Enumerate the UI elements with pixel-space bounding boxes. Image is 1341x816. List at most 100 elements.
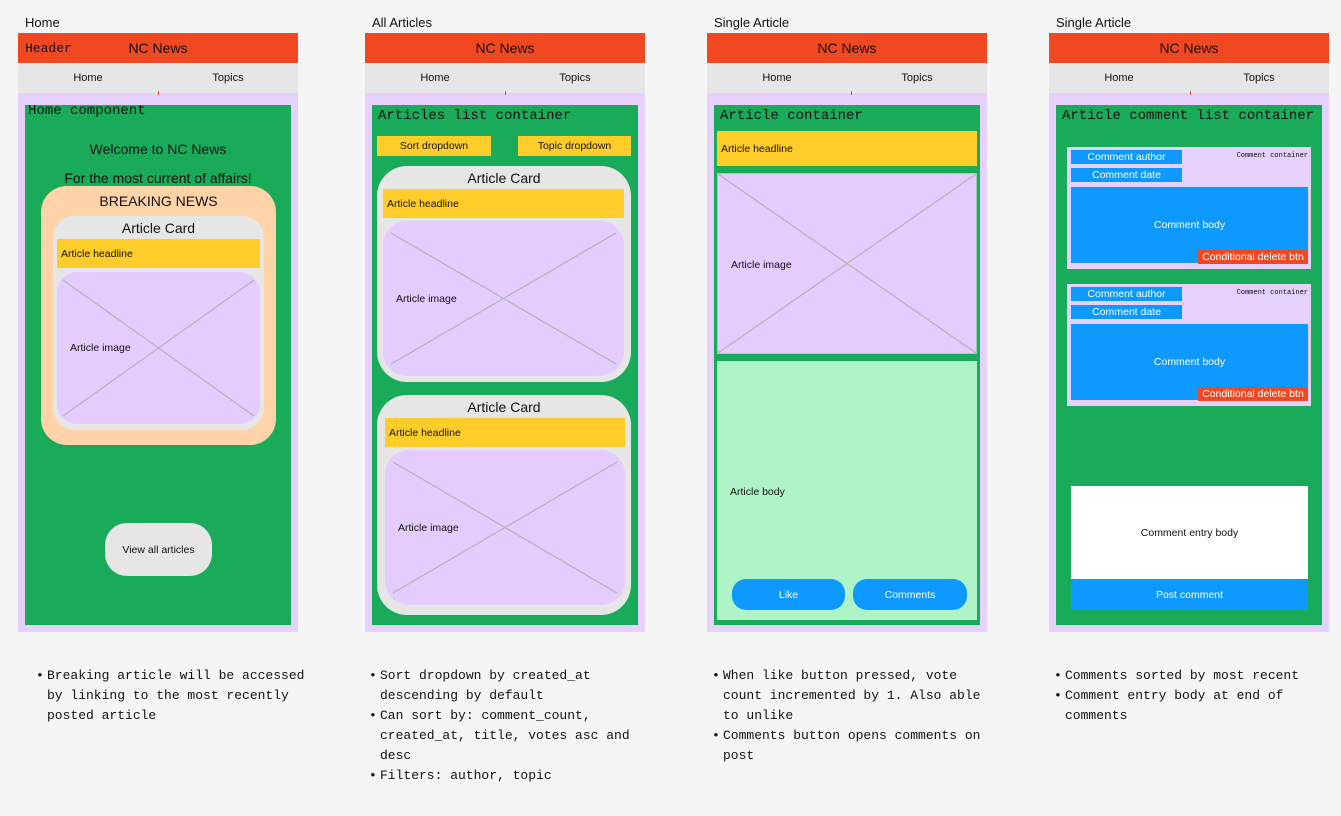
app-title[interactable]: NC News <box>128 40 188 56</box>
note-item: •Comment entry body at end of comments <box>1054 688 1284 723</box>
article-comment-list-container: Article comment list container Comment a… <box>1056 105 1322 625</box>
article-image-label: Article image <box>396 293 457 305</box>
comment-date: Comment date <box>1071 305 1182 319</box>
tagline-text: For the most current of affairs! <box>64 170 252 186</box>
container-label: Article container <box>720 108 863 124</box>
image-placeholder-icon <box>62 279 255 417</box>
comments-button[interactable]: Comments <box>853 579 967 610</box>
image-placeholder-icon <box>392 461 618 594</box>
app-title[interactable]: NC News <box>475 40 535 56</box>
app-header: NC News <box>365 33 645 63</box>
article-card-title: Article Card <box>467 170 541 186</box>
conditional-delete-button[interactable]: Conditional delete btn <box>1198 250 1308 264</box>
image-placeholder-icon <box>390 232 617 365</box>
article-card-title: Article Card <box>121 220 196 236</box>
topic-dropdown[interactable]: Topic dropdown <box>518 136 631 156</box>
container-label: Articles list container <box>378 108 572 124</box>
note-item: •Can sort by: comment_count, created_at,… <box>369 708 630 763</box>
single-article-notes: •When like button pressed, vote count in… <box>712 666 992 766</box>
all-articles-notes: •Sort dropdown by created_at descending … <box>369 666 639 786</box>
breaking-news-panel[interactable]: BREAKING NEWS Article Card Article headl… <box>41 186 276 445</box>
nav-marker <box>1190 59 1191 63</box>
article-image-label: Article image <box>398 522 459 534</box>
single-article-frame: NC News Home Topics Article container Ar… <box>707 33 987 632</box>
nav-marker <box>158 59 159 63</box>
comment-container-label: Comment container <box>1236 152 1308 160</box>
articles-list-container: Articles list container Sort dropdown To… <box>372 105 638 625</box>
app-title[interactable]: NC News <box>1159 40 1219 56</box>
nav-topics-link[interactable]: Topics <box>901 72 933 84</box>
article-headline[interactable]: Article headline <box>717 131 977 166</box>
nav-bar: Home Topics <box>365 63 645 93</box>
frame-title-single-article: Single Article <box>714 15 790 30</box>
note-item: •Breaking article will be accessed by li… <box>36 668 305 723</box>
nav-topics-link[interactable]: Topics <box>559 72 591 84</box>
home-frame: Header NC News Home Topics Home componen… <box>18 33 298 632</box>
comment-author[interactable]: Comment author <box>1071 287 1182 301</box>
article-image: Article image <box>57 272 260 424</box>
breaking-news-title: BREAKING NEWS <box>99 193 218 209</box>
article-image: Article image <box>717 173 977 354</box>
comments-notes: •Comments sorted by most recent •Comment… <box>1054 666 1334 726</box>
article-container: Article container Article headline Artic… <box>714 105 980 625</box>
home-notes: •Breaking article will be accessed by li… <box>36 666 316 726</box>
app-header: NC News <box>707 33 987 63</box>
comment-author[interactable]: Comment author <box>1071 150 1182 164</box>
sort-dropdown[interactable]: Sort dropdown <box>377 136 491 156</box>
note-item: •When like button pressed, vote count in… <box>712 668 981 723</box>
comment-container-label: Comment container <box>1236 289 1308 297</box>
image-placeholder-icon <box>718 174 976 353</box>
article-body: Article body Like Comments <box>717 361 977 620</box>
nav-marker <box>158 91 159 95</box>
frame-title-comments: Single Article <box>1056 15 1132 30</box>
header-tag: Header <box>25 41 72 56</box>
nav-marker <box>851 91 852 95</box>
comment-container: Comment author Comment container Comment… <box>1067 147 1311 269</box>
container-label: Article comment list container <box>1062 108 1315 124</box>
article-headline[interactable]: Article headline <box>57 239 260 268</box>
nav-home-link[interactable]: Home <box>420 72 450 84</box>
nav-bar: Home Topics <box>18 63 298 93</box>
article-image: Article image <box>383 221 624 376</box>
nav-marker <box>1190 91 1191 95</box>
article-card-title: Article Card <box>467 399 541 415</box>
comment-date: Comment date <box>1071 168 1182 182</box>
article-body-label: Article body <box>730 486 785 498</box>
all-articles-frame: NC News Home Topics Articles list contai… <box>365 33 645 632</box>
app-title[interactable]: NC News <box>817 40 877 56</box>
app-header: Header NC News <box>18 33 298 63</box>
like-button[interactable]: Like <box>732 579 845 610</box>
comment-container: Comment author Comment container Comment… <box>1067 284 1311 406</box>
note-item: •Sort dropdown by created_at descending … <box>369 668 591 703</box>
article-image-label: Article image <box>731 259 792 271</box>
note-item: •Filters: author, topic <box>369 768 552 783</box>
frame-title-home: Home <box>25 15 60 30</box>
article-image: Article image <box>385 450 625 605</box>
container-label: Home component <box>28 103 146 119</box>
nav-home-link[interactable]: Home <box>1104 72 1134 84</box>
home-component: Home component Welcome to NC News For th… <box>25 103 291 625</box>
comment-entry-body[interactable]: Comment entry body <box>1071 486 1308 580</box>
nav-bar: Home Topics <box>1049 63 1329 93</box>
frame-title-all-articles: All Articles <box>372 15 432 30</box>
nav-home-link[interactable]: Home <box>73 72 103 84</box>
article-headline[interactable]: Article headline <box>383 189 624 218</box>
nav-home-link[interactable]: Home <box>762 72 792 84</box>
nav-topics-link[interactable]: Topics <box>212 72 244 84</box>
comments-frame: NC News Home Topics Article comment list… <box>1049 33 1329 632</box>
conditional-delete-button[interactable]: Conditional delete btn <box>1198 387 1308 401</box>
nav-marker <box>851 59 852 63</box>
note-item: •Comments sorted by most recent <box>1054 668 1300 683</box>
app-header: NC News <box>1049 33 1329 63</box>
article-card[interactable]: Article Card Article headline Article im… <box>53 216 264 430</box>
nav-marker <box>505 59 506 63</box>
article-card[interactable]: Article Card Article headline Article im… <box>377 166 631 382</box>
nav-bar: Home Topics <box>707 63 987 93</box>
nav-topics-link[interactable]: Topics <box>1243 72 1275 84</box>
post-comment-button[interactable]: Post comment <box>1071 579 1308 610</box>
view-all-articles-button[interactable]: View all articles <box>105 523 212 576</box>
nav-marker <box>505 91 506 95</box>
note-item: •Comments button opens comments on post <box>712 728 981 763</box>
article-headline[interactable]: Article headline <box>385 418 625 447</box>
article-card[interactable]: Article Card Article headline Article im… <box>377 395 631 615</box>
